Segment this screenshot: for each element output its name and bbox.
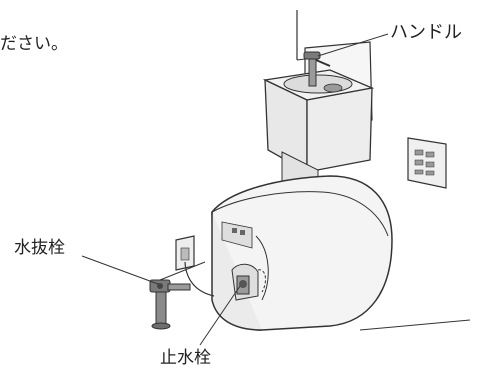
stop-valve-assembly [231,263,266,301]
remote-control [407,137,447,189]
floor-line-right [359,319,471,331]
drain-plug-label: 水抜栓 [14,238,65,258]
wall-outlet [175,235,195,271]
drain-plug-leader-line [81,255,159,285]
power-cable [184,261,215,297]
instruction-text: ださい。 [0,34,68,54]
drain-plug-assembly [149,279,191,330]
floor-line-left [154,261,206,283]
stop-valve-leader-line [199,285,241,346]
handle-leader-line [317,33,389,57]
toilet-tank [262,69,375,174]
toilet-bowl [211,175,393,331]
stop-valve-label: 止水栓 [160,348,211,368]
handle-label: ハンドル [390,22,462,43]
